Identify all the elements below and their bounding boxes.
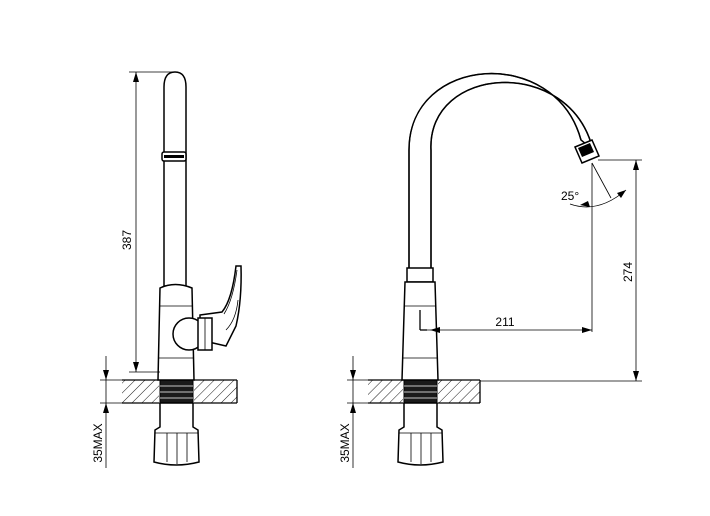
side-view: 387 35MAX [91, 71, 242, 468]
height-label: 387 [120, 230, 134, 250]
spout-height-label: 274 [621, 262, 635, 282]
side-spout [161, 71, 187, 287]
front-view: 211 274 25° 35MAX [338, 72, 642, 468]
reach-label: 211 [495, 315, 514, 329]
front-mounting-nut [397, 402, 444, 466]
side-mount-dimension: 35MAX [91, 356, 125, 468]
front-mount-dimension: 35MAX [338, 356, 371, 468]
angle-label: 25° [561, 189, 579, 203]
front-gooseneck-spout [406, 72, 600, 283]
side-mounting-nut [153, 402, 200, 466]
height-dimension: 387 [120, 71, 176, 373]
reach-dimension: 211 [420, 163, 593, 333]
angle-dimension: 25° [561, 162, 627, 208]
front-countertop [368, 379, 481, 404]
side-body [157, 283, 213, 381]
spout-height-dimension: 274 [480, 159, 642, 382]
side-mount-label: 35MAX [91, 423, 105, 462]
front-mount-label: 35MAX [338, 423, 352, 462]
side-countertop [122, 379, 238, 404]
front-body [401, 281, 439, 381]
